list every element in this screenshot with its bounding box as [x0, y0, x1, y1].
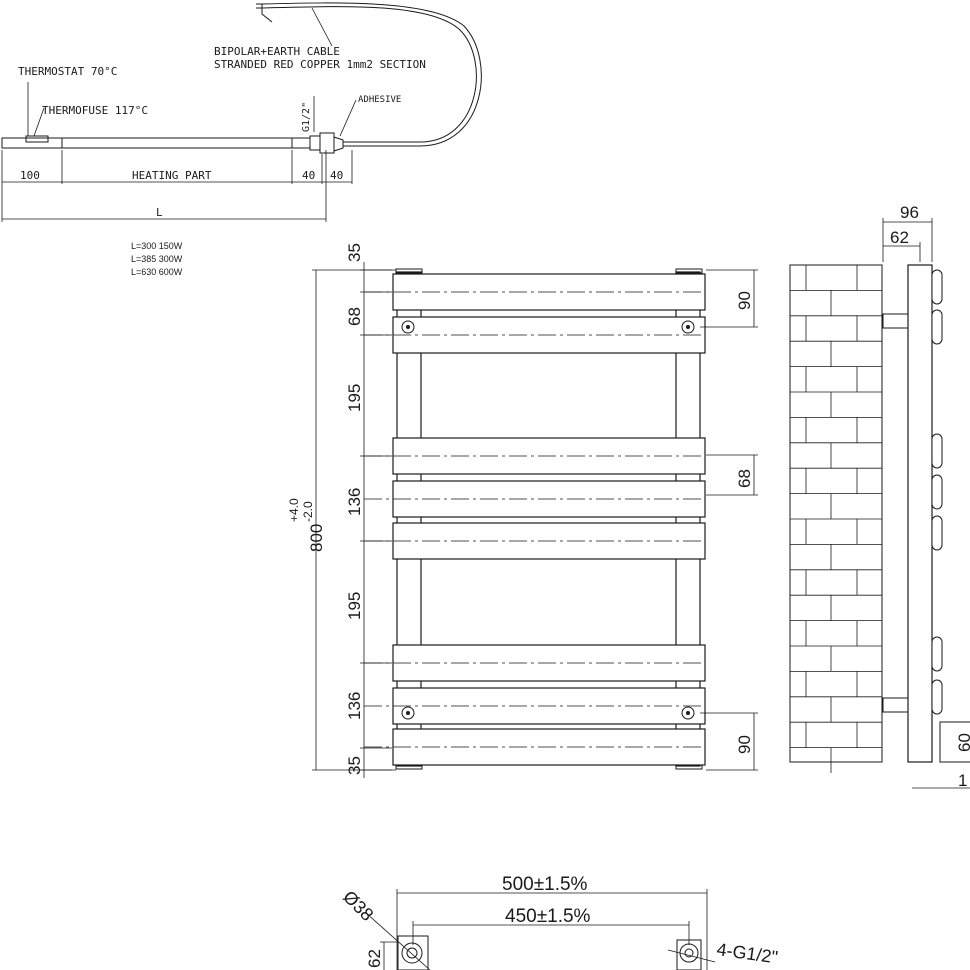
- side-dim-1: 1: [958, 771, 967, 790]
- heating-part-label: HEATING PART: [132, 169, 212, 182]
- thermofuse-label: THERMOFUSE 117°C: [42, 104, 148, 117]
- width-inner-label: 450±1.5%: [505, 906, 591, 927]
- fitting-nut: [319, 132, 335, 154]
- length-label: L: [156, 206, 163, 219]
- heating-element-view: BIPOLAR+EARTH CABLE STRANDED RED COPPER …: [1, 2, 482, 277]
- side-bar-profile: [931, 636, 943, 672]
- bottom-view: 500±1.5% 450±1.5% Ø38 62 4-G1/2": [339, 874, 779, 970]
- seg-195-bottom: 195: [345, 592, 364, 620]
- side-bar-profile: [931, 433, 943, 469]
- tol-minus: -2.0: [301, 501, 315, 522]
- side-bar-profile: [931, 309, 943, 345]
- seg-35-top: 35: [345, 243, 364, 262]
- side-bar-profiles: [931, 269, 943, 715]
- side-dim-62: 62: [890, 228, 909, 247]
- dim-40a: 40: [302, 169, 315, 182]
- horizontal-bars: [364, 273, 706, 766]
- adhesive-label: ADHESIVE: [358, 95, 401, 105]
- side-dim-96: 96: [900, 203, 919, 222]
- side-bar-profile: [931, 679, 943, 715]
- thermostat-label: THERMOSTAT 70°C: [18, 65, 117, 78]
- width-outer-label: 500±1.5%: [502, 874, 588, 895]
- brick-wall: [789, 264, 883, 773]
- valve-bottom-left: [401, 706, 415, 720]
- radiator-side-profile: [907, 264, 933, 763]
- side-bar-profile: [931, 474, 943, 510]
- tol-plus: +4.0: [287, 498, 301, 522]
- depth-label: 62: [365, 949, 384, 968]
- power-row-1: L=300 150W: [131, 241, 183, 251]
- side-bar-profile: [931, 269, 943, 305]
- valve-bottom-right: [681, 706, 695, 720]
- front-view: 800 +4.0 -2.0 35 68 195 136 195 136 35 9…: [287, 243, 758, 778]
- valve-left-plan: [397, 935, 429, 970]
- cable-loop: [261, 6, 477, 143]
- cable-label: BIPOLAR+EARTH CABLE: [214, 45, 340, 58]
- bracket-bottom: [882, 697, 909, 713]
- thread-leader: [667, 949, 716, 963]
- side-view: 96 62 60 1: [789, 203, 970, 790]
- side-bar-profile: [931, 515, 943, 551]
- cable-end: [256, 3, 273, 23]
- seg-68: 68: [345, 307, 364, 326]
- wall-outline: [789, 264, 883, 763]
- seg-35-bottom: 35: [345, 756, 364, 775]
- right-dim-68: 68: [735, 469, 754, 488]
- left-upright: [396, 271, 422, 767]
- seg-195-top: 195: [345, 384, 364, 412]
- seg-136-bottom: 136: [345, 692, 364, 720]
- fitting-body: [309, 135, 321, 151]
- fitting-cone: [333, 136, 344, 152]
- diameter-leader: [364, 911, 431, 970]
- cable-leader: [311, 7, 333, 47]
- valve-top-right: [681, 320, 695, 334]
- power-row-3: L=630 600W: [131, 267, 183, 277]
- right-dim-90-bottom: 90: [735, 735, 754, 754]
- thermofuse-leader: [33, 107, 45, 137]
- right-upright: [675, 271, 701, 767]
- dim-40b: 40: [330, 169, 343, 182]
- right-dim-90-top: 90: [735, 291, 754, 310]
- floor-offset-box: [939, 721, 970, 763]
- cable-spec-label: STRANDED RED COPPER 1mm2 SECTION: [214, 58, 426, 71]
- cable-loop-outer: [261, 2, 482, 147]
- dim-100: 100: [20, 169, 40, 182]
- valve-top-left: [401, 320, 415, 334]
- diameter-label: Ø38: [339, 887, 377, 925]
- side-dim-60: 60: [955, 733, 970, 752]
- thread-label: G1/2": [301, 102, 312, 132]
- power-row-2: L=385 300W: [131, 254, 183, 264]
- seg-136-top: 136: [345, 488, 364, 516]
- adhesive-leader: [339, 99, 357, 137]
- total-height-label: 800: [307, 524, 326, 552]
- horizontal-bar: [392, 522, 706, 560]
- bracket-top: [882, 313, 909, 329]
- thermostat-block: [25, 135, 49, 143]
- thread-spec-label: 4-G1/2": [715, 939, 779, 967]
